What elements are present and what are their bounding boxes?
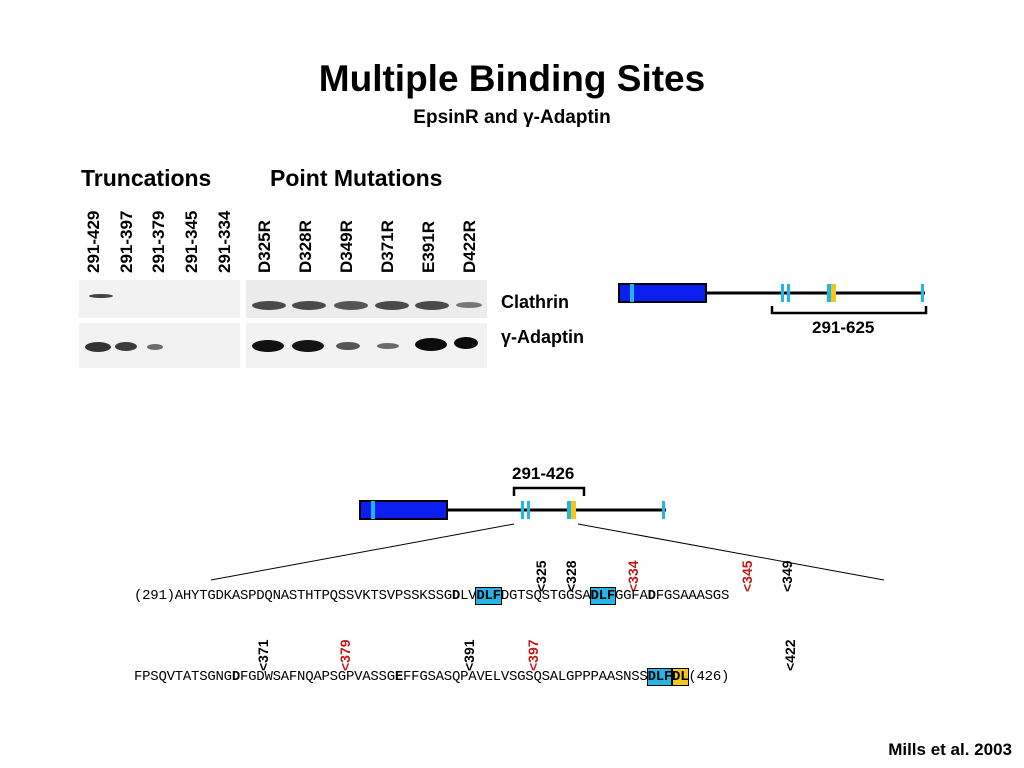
motif-mark	[567, 501, 571, 519]
residue-marker: <397	[525, 639, 541, 671]
zoom-line-left	[210, 523, 515, 581]
sequence-residue: D	[231, 669, 240, 685]
lane-label: 291-429	[84, 210, 103, 273]
gel-band	[252, 301, 286, 310]
sequence-residue: E	[394, 669, 404, 685]
gel-band	[292, 301, 326, 310]
adaptin-row-label: γ-Adaptin	[501, 327, 584, 347]
gel-band	[115, 342, 137, 351]
motif-mark	[630, 284, 634, 302]
motif-mark	[921, 284, 924, 302]
zoom-line-right	[577, 523, 885, 581]
range-bracket	[512, 486, 586, 496]
gel-band	[336, 342, 360, 350]
residue-marker: <345	[739, 560, 755, 592]
domain-diagram-bottom	[210, 486, 885, 581]
gel-band	[415, 301, 449, 310]
gel-band	[454, 337, 478, 349]
gel-band	[252, 340, 284, 352]
lane-label: D325R	[255, 220, 274, 273]
mutation-clathrin-gel	[246, 280, 487, 318]
motif-mark	[521, 501, 524, 519]
sequence-segment: (291)AHYTGDKASPDQNASTHTPQSSVKTSVPSSKSSG	[134, 588, 452, 604]
mutation-adaptin-gel	[246, 323, 487, 368]
motif-mark	[371, 501, 375, 519]
gel-band	[334, 301, 368, 310]
motif-mark	[787, 284, 790, 302]
range-label-bottom: 291-426	[512, 464, 575, 483]
enth-domain	[359, 500, 448, 520]
enth-domain	[618, 283, 707, 303]
lane-label: 291-379	[149, 210, 168, 273]
truncation-adaptin-gel	[79, 323, 240, 368]
motif-mark	[571, 501, 576, 519]
dlf-motif: DLF	[646, 668, 674, 686]
dl-motif: DL	[671, 668, 690, 686]
residue-marker: <422	[782, 639, 798, 671]
sequence-residue: D	[647, 588, 656, 604]
lane-label: D349R	[337, 220, 356, 273]
sequence-residue: D	[451, 588, 461, 604]
sequence-segment: FPSQVTATSGNG	[134, 669, 232, 685]
gel-band	[85, 342, 111, 352]
residue-marker: <391	[461, 639, 477, 671]
residue-marker: <371	[255, 639, 271, 671]
residue-marker: <349	[779, 560, 795, 592]
sequence-segment: FGSAAASGS	[655, 588, 730, 604]
citation: Mills et al. 2003	[888, 740, 1012, 759]
truncations-header: Truncations	[81, 165, 212, 191]
page-subtitle: EpsinR and γ-Adaptin	[413, 107, 611, 128]
lane-label: 291-345	[182, 210, 201, 273]
sequence-segment: DGTSQSTGGSA	[500, 588, 591, 604]
dlf-motif: DLF	[475, 587, 502, 605]
lane-label: D371R	[378, 220, 397, 273]
sequence-line-1: (291)AHYTGDKASPDQNASTHTPQSSVKTSVPSSKSSGD…	[134, 587, 730, 605]
clathrin-row-label: Clathrin	[501, 292, 570, 312]
motif-mark	[527, 501, 530, 519]
gel-band	[89, 294, 113, 298]
lane-label: 291-334	[215, 210, 234, 273]
motif-mark	[831, 284, 836, 302]
gel-band	[415, 338, 447, 351]
motif-mark	[662, 501, 665, 519]
sequence-line-2: FPSQVTATSGNGDFGDWSAFNQAPSGPVASSGEFFGSASQ…	[134, 668, 730, 686]
motif-mark	[827, 284, 831, 302]
lane-label: E391R	[419, 221, 438, 273]
gel-band	[292, 340, 324, 352]
sequence-segment: FFGSASQPAVELVSGSQSALGPPPAASNSS	[403, 669, 648, 685]
gel-band	[456, 302, 482, 308]
motif-mark	[781, 284, 784, 302]
dlf-motif: DLF	[589, 587, 617, 605]
page-title: Multiple Binding Sites	[318, 58, 706, 99]
domain-diagram-top	[618, 283, 928, 315]
sequence-segment: FGDWSAFNQAPSGPVASSG	[239, 669, 395, 685]
lane-label: D422R	[460, 220, 479, 273]
sequence-segment: GGFA	[614, 588, 648, 604]
sequence-segment: LV	[460, 588, 477, 604]
range-label-top: 291-625	[812, 318, 875, 337]
range-bracket	[770, 306, 928, 315]
gel-band	[377, 343, 399, 349]
point-mutations-header: Point Mutations	[270, 165, 443, 191]
gel-band	[147, 344, 163, 350]
lane-label: 291-397	[117, 210, 136, 273]
residue-marker: <379	[337, 639, 353, 671]
sequence-segment: (426)	[688, 669, 730, 685]
gel-band	[375, 301, 409, 310]
truncation-clathrin-gel	[79, 280, 240, 318]
lane-label: D328R	[296, 220, 315, 273]
